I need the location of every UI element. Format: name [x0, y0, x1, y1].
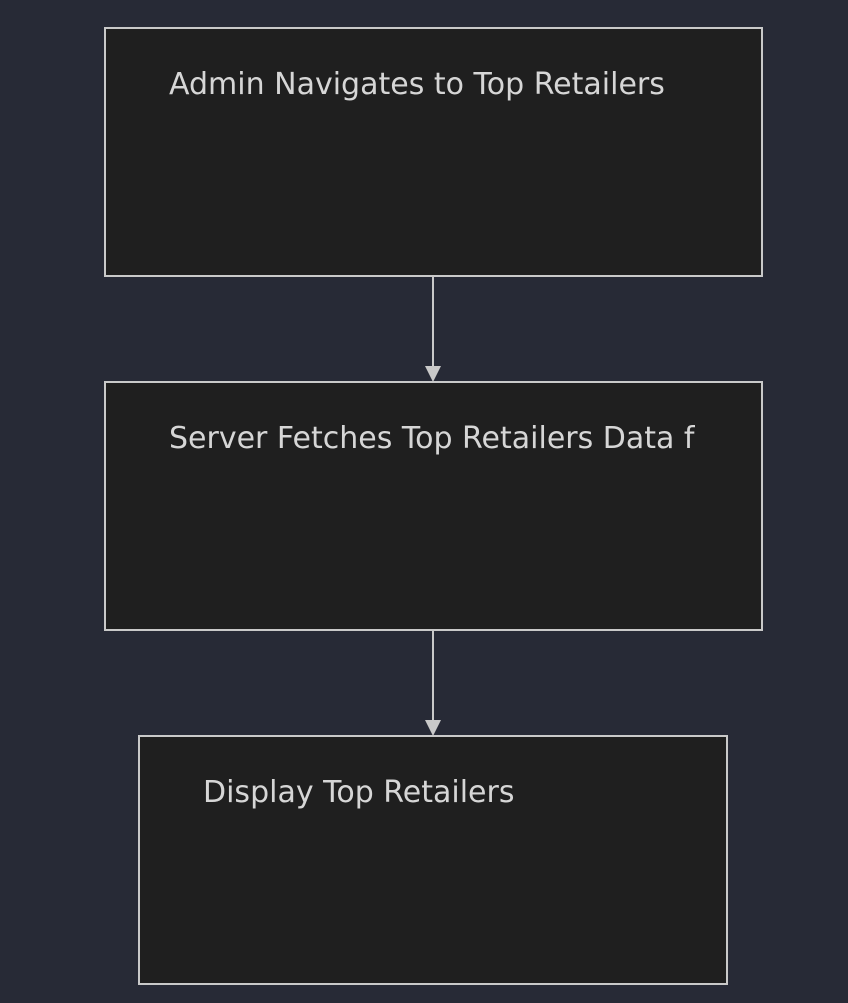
node-label: Display Top Retailers — [203, 775, 515, 810]
arrowhead-icon — [425, 366, 441, 382]
node-label: Server Fetches Top Retailers Data f — [169, 421, 695, 456]
node-admin-navigates[interactable]: Admin Navigates to Top Retailers — [104, 27, 763, 277]
edge-n2-n3 — [425, 631, 441, 736]
arrowhead-icon — [425, 720, 441, 736]
node-server-fetches[interactable]: Server Fetches Top Retailers Data f — [104, 381, 763, 631]
node-label: Admin Navigates to Top Retailers — [169, 67, 665, 102]
edge-n1-n2 — [425, 277, 441, 382]
node-display-top-retailers[interactable]: Display Top Retailers — [138, 735, 728, 985]
